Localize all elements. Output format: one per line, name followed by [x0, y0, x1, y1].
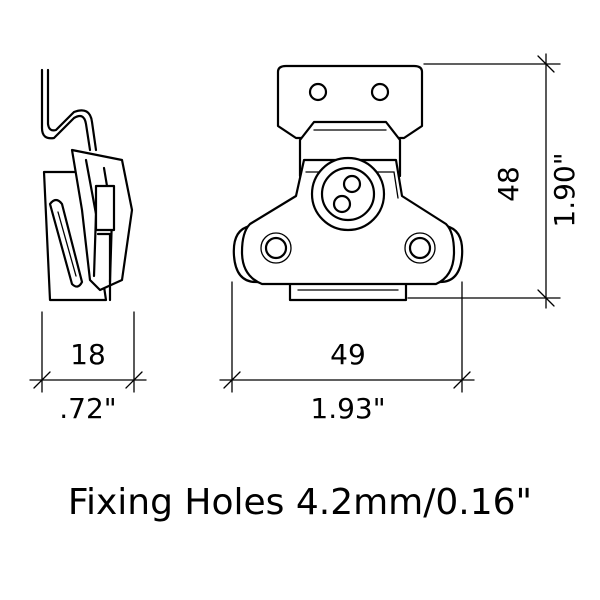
turret-hole-lower [332, 194, 352, 214]
side-dim-tick-left [33, 371, 51, 389]
lower-fixing-hole-right [408, 236, 432, 260]
side-lower-lip [96, 232, 112, 302]
lower-fixing-hole-left [264, 236, 288, 260]
front-view [232, 64, 464, 302]
lower-fixing-boss-left [260, 232, 292, 264]
front-width-in-label: 1.93" [310, 392, 385, 425]
front-width-dimension: 49 1.93" [219, 281, 475, 425]
side-width-mm-label: 18 [70, 338, 106, 371]
side-slot [48, 198, 84, 288]
top-fixing-hole-right [370, 82, 390, 102]
front-dim-tick-right [453, 371, 471, 389]
side-slot-inner [57, 211, 77, 277]
lower-fixing-boss-right [404, 232, 436, 264]
front-height-dimension: 48 1.90" [407, 53, 581, 309]
side-wire-hook [40, 68, 92, 152]
height-dim-tick-bottom [537, 289, 555, 307]
front-width-mm-label: 49 [330, 338, 366, 371]
top-fixing-hole-left [308, 82, 328, 102]
turret-hole-upper [342, 174, 362, 194]
fixing-holes-caption: Fixing Holes 4.2mm/0.16" [68, 482, 532, 523]
side-width-in-label: .72" [59, 392, 116, 425]
height-dim-tick-top [537, 55, 555, 73]
front-turret-ring [320, 166, 376, 222]
front-height-mm-label: 48 [492, 166, 525, 202]
side-dim-tick-right [125, 371, 143, 389]
side-view [40, 68, 134, 302]
side-width-dimension: 18 .72" [29, 311, 147, 425]
front-dim-tick-left [223, 371, 241, 389]
side-pivot-block [94, 184, 116, 232]
side-wire-hook-inner [46, 68, 98, 152]
front-height-in-label: 1.90" [548, 152, 581, 227]
